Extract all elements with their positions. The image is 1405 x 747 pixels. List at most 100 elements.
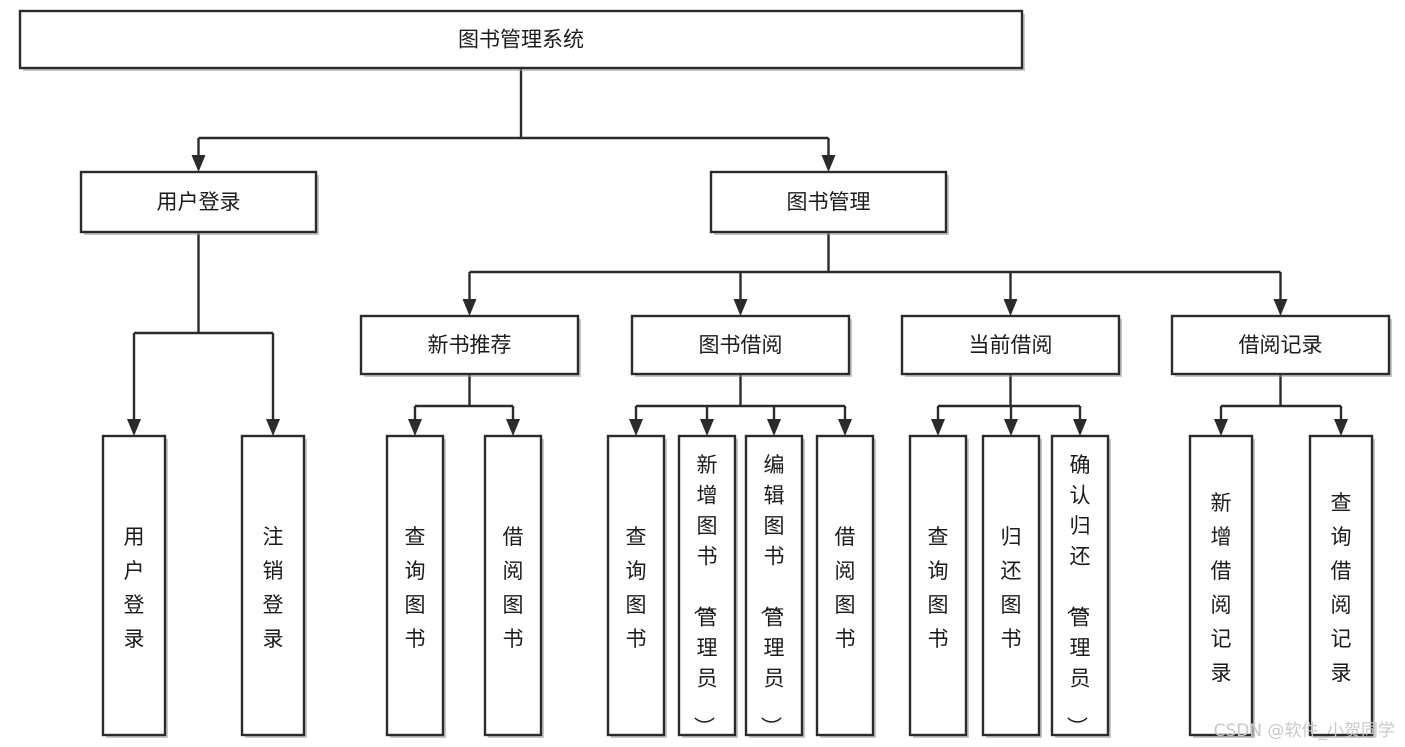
node-label-char: 户	[124, 559, 145, 583]
node-label-char: 书	[405, 627, 426, 651]
node-leaf-query-book-2[interactable]: 查询图书	[606, 434, 667, 738]
node-new-book-rec[interactable]: 新书推荐	[359, 314, 581, 377]
node-layer: 图书管理系统用户登录图书管理新书推荐图书借阅当前借阅借阅记录用户登录注销登录查询…	[18, 9, 1392, 738]
node-label-char: 管	[1070, 606, 1091, 630]
node-box[interactable]	[900, 314, 1121, 376]
node-label-char: 新	[697, 453, 718, 477]
node-box[interactable]	[359, 314, 580, 376]
node-label-char: 记	[1211, 627, 1232, 651]
node-box[interactable]	[744, 434, 804, 737]
node-leaf-borrow-book-1[interactable]: 借阅图书	[483, 434, 544, 738]
node-leaf-query-book-1[interactable]: 查询图书	[385, 434, 446, 738]
node-borrow-record[interactable]: 借阅记录	[1170, 314, 1392, 377]
node-leaf-edit-book[interactable]: 编辑图书（管理员）	[744, 434, 805, 738]
arrowhead-icon	[1004, 419, 1018, 436]
node-label-char: ）	[692, 716, 716, 737]
node-root[interactable]: 图书管理系统	[18, 9, 1025, 71]
node-label-char: 书	[697, 545, 718, 569]
node-book-borrow[interactable]: 图书借阅	[630, 314, 852, 377]
node-leaf-logout[interactable]: 注销登录	[240, 434, 307, 738]
node-box[interactable]	[385, 434, 445, 737]
node-label-char: 确	[1070, 453, 1091, 477]
node-login[interactable]: 用户登录	[79, 170, 319, 235]
node-leaf-confirm-return[interactable]: 确认归还（管理员）	[1050, 434, 1111, 738]
node-label: 新增图书（管理员）	[692, 453, 718, 737]
node-current-borrow[interactable]: 当前借阅	[900, 314, 1122, 377]
node-box[interactable]	[483, 434, 543, 737]
node-label-char: 查	[405, 525, 426, 549]
connector-group-book-manage	[462, 232, 1288, 316]
node-label-char: 认	[1070, 483, 1091, 507]
node-box[interactable]	[606, 434, 666, 737]
node-label: 用户登录	[157, 190, 241, 214]
node-box[interactable]	[1050, 434, 1110, 737]
arrowhead-icon	[733, 299, 748, 316]
node-label: 借阅图书	[835, 525, 856, 651]
node-box[interactable]	[18, 9, 1024, 70]
node-label-char: 录	[263, 627, 284, 651]
arrowhead-icon	[838, 419, 852, 436]
node-box[interactable]	[1170, 314, 1391, 376]
node-label-char: 书	[928, 627, 949, 651]
node-label-char: ）	[759, 716, 783, 737]
node-label-char: 录	[1211, 661, 1232, 685]
connector-group-current-borrow	[931, 374, 1087, 436]
node-box[interactable]	[79, 170, 318, 234]
node-leaf-user-login[interactable]: 用户登录	[101, 434, 168, 738]
node-label: 新书推荐	[428, 333, 512, 357]
node-label: 查询借阅记录	[1331, 491, 1352, 685]
connector-group-new-book-rec	[408, 374, 520, 436]
connector-group-borrow-record	[1214, 374, 1348, 436]
node-label-char: 登	[263, 593, 284, 617]
node-leaf-borrow-book-2[interactable]: 借阅图书	[815, 434, 876, 738]
node-label-char: 理	[1070, 636, 1091, 660]
node-box[interactable]	[709, 170, 948, 234]
arrowhead-icon	[506, 419, 520, 436]
arrowhead-icon	[1073, 419, 1087, 436]
node-leaf-add-record[interactable]: 新增借阅记录	[1188, 434, 1255, 738]
node-box[interactable]	[630, 314, 851, 376]
node-label-char: 理	[764, 636, 785, 660]
arrowhead-icon	[266, 419, 280, 436]
node-label-char: 新	[1211, 491, 1232, 515]
node-label-char: 借	[835, 525, 856, 549]
node-label-char: 阅	[1211, 593, 1232, 617]
node-box[interactable]	[240, 434, 306, 737]
arrowhead-icon	[1273, 299, 1288, 316]
node-label-char: 查	[928, 525, 949, 549]
node-label: 确认归还（管理员）	[1065, 453, 1091, 737]
node-label-char: 图	[697, 514, 718, 538]
node-box[interactable]	[677, 434, 737, 737]
node-label: 图书管理系统	[458, 28, 584, 52]
node-box[interactable]	[1308, 434, 1374, 737]
node-label-char: 图	[928, 593, 949, 617]
arrowhead-icon	[821, 155, 836, 172]
node-label-char: 记	[1331, 627, 1352, 651]
node-label-char: 用	[124, 525, 145, 549]
node-box[interactable]	[981, 434, 1041, 737]
node-label-char: 书	[503, 627, 524, 651]
node-label-char: 登	[124, 593, 145, 617]
node-label-char: （	[1065, 594, 1089, 615]
node-leaf-query-record[interactable]: 查询借阅记录	[1308, 434, 1375, 738]
node-leaf-return-book[interactable]: 归还图书	[981, 434, 1042, 738]
node-label-char: 书	[1001, 627, 1022, 651]
node-label-char: 员	[697, 667, 718, 691]
node-label: 查询图书	[626, 525, 647, 651]
node-box[interactable]	[815, 434, 875, 737]
node-label-char: （	[692, 594, 716, 615]
node-leaf-query-book-3[interactable]: 查询图书	[908, 434, 969, 738]
node-box[interactable]	[101, 434, 167, 737]
arrowhead-icon	[767, 419, 781, 436]
node-label-char: 图	[405, 593, 426, 617]
node-label-char: 借	[1211, 559, 1232, 583]
node-box[interactable]	[1188, 434, 1254, 737]
node-box[interactable]	[908, 434, 968, 737]
connector-group-login	[127, 232, 280, 436]
node-label-char: 阅	[503, 559, 524, 583]
node-book-manage[interactable]: 图书管理	[709, 170, 949, 235]
watermark-label: CSDN @软件_小贺同学	[1214, 721, 1395, 741]
node-leaf-add-book[interactable]: 新增图书（管理员）	[677, 434, 738, 738]
